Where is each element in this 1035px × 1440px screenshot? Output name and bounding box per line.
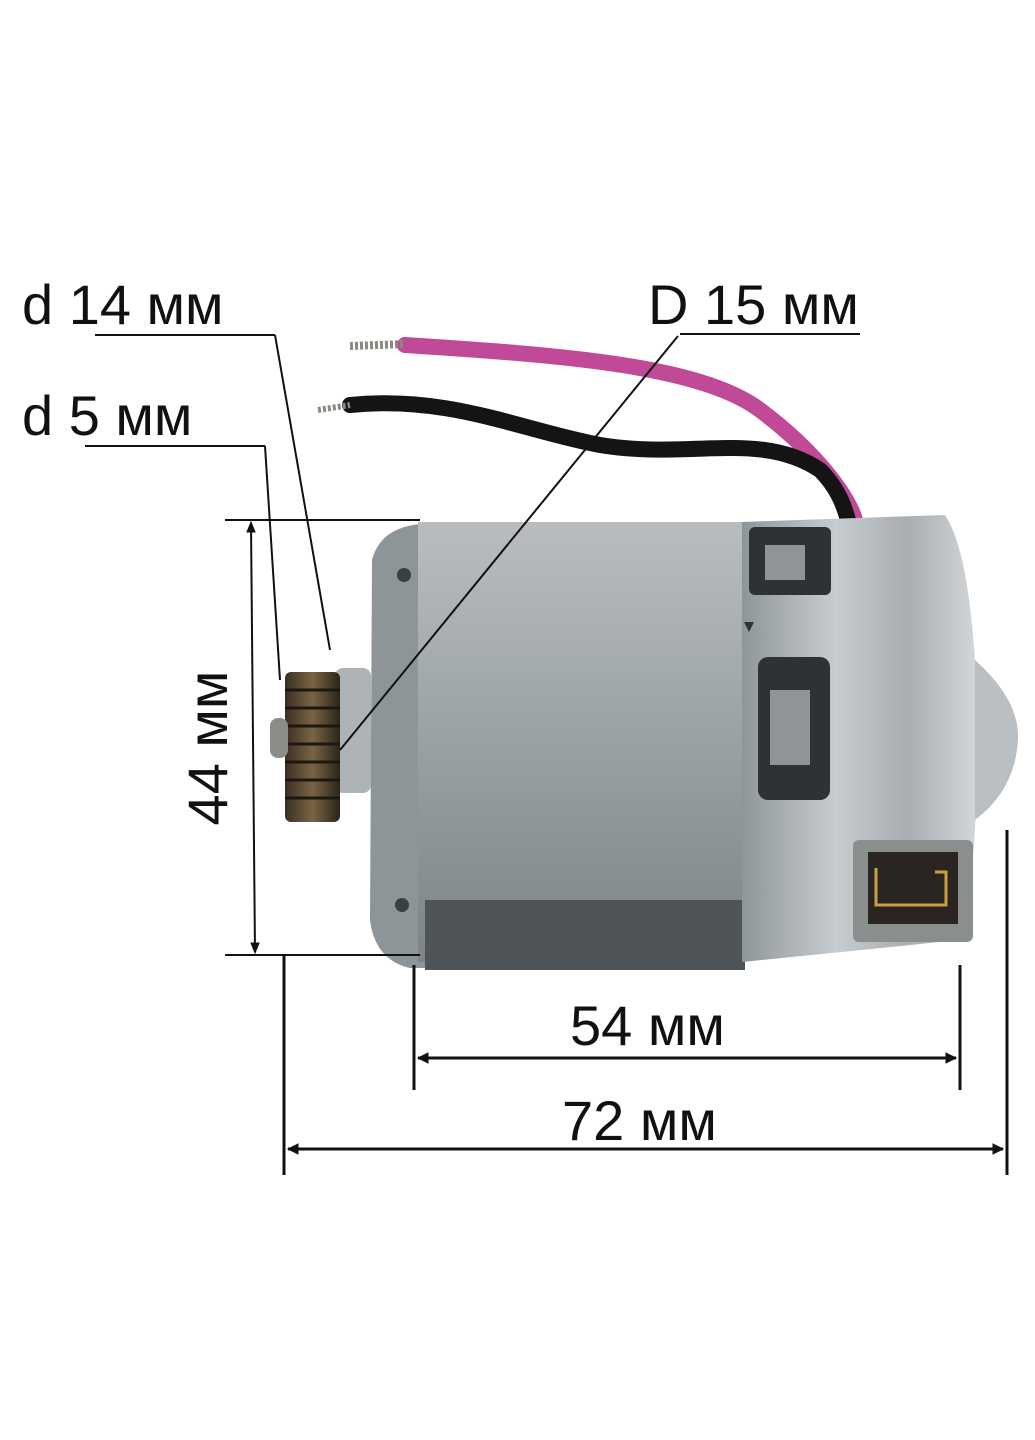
total-length-label: 72 мм bbox=[562, 1089, 717, 1152]
dimension-lines bbox=[85, 333, 1009, 1175]
wire-pink bbox=[397, 337, 863, 528]
body-height-label: 44 мм bbox=[176, 670, 239, 826]
body-length-label: 54 мм bbox=[570, 994, 725, 1057]
lead-wires bbox=[317, 337, 863, 528]
shaft-diameter-label: d 5 мм bbox=[22, 384, 193, 447]
motor-body bbox=[370, 515, 1019, 970]
wire-black bbox=[342, 395, 856, 528]
boss-diameter-label: D 15 мм bbox=[648, 273, 859, 336]
pinion-gear bbox=[270, 668, 371, 822]
pinion-diameter-label: d 14 мм bbox=[22, 273, 224, 336]
